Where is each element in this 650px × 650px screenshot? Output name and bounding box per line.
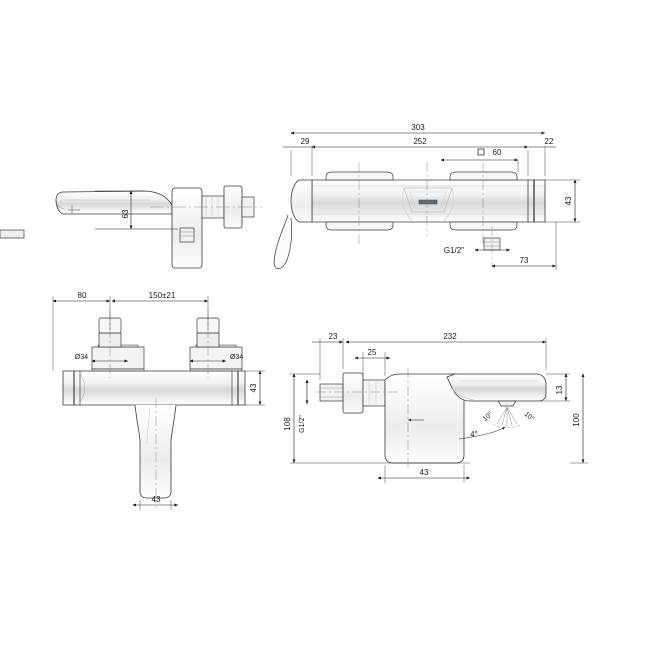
dim-label-252: 252 bbox=[413, 137, 427, 146]
dim-label-22: 22 bbox=[545, 137, 554, 146]
view-top-left bbox=[55, 185, 262, 269]
dim-label-angle-10-left: 10° bbox=[481, 410, 494, 423]
dim-63: 63 bbox=[95, 190, 178, 230]
dim-label-43-bottom: 43 bbox=[152, 495, 161, 504]
view-bottom-left bbox=[62, 310, 246, 508]
view-bottom-right bbox=[316, 368, 547, 470]
dims-top-right: 303 252 29 22 60 43 G1/2" 73 bbox=[283, 123, 580, 270]
dim-label-100: 100 bbox=[572, 413, 581, 427]
dim-label-29: 29 bbox=[301, 137, 310, 146]
dim-label-25: 25 bbox=[368, 348, 377, 357]
dim-label-43-plan: 43 bbox=[420, 468, 429, 477]
dim-label-232: 232 bbox=[443, 332, 457, 341]
dim-label-g12-front: G1/2" bbox=[444, 246, 464, 255]
dim-label-43-height: 43 bbox=[249, 383, 258, 392]
square-symbol-icon bbox=[477, 148, 485, 156]
dim-label-diameter34-right: Ø34 bbox=[230, 354, 243, 361]
dim-label-60: 60 bbox=[493, 148, 502, 157]
dim-label-303: 303 bbox=[411, 123, 425, 132]
dim-label-angle-4: 4° bbox=[470, 430, 478, 439]
dim-label-diameter34-left: Ø34 bbox=[75, 354, 88, 361]
dims-bottom-left: 80 150±21 Ø34 Ø34 43 43 bbox=[52, 291, 265, 510]
dim-label-73: 73 bbox=[520, 256, 529, 265]
dim-label-angle-10-right: 10° bbox=[523, 410, 536, 423]
dim-label-13: 13 bbox=[555, 385, 564, 394]
dim-label-108: 108 bbox=[283, 417, 292, 431]
dim-label-150-21: 150±21 bbox=[149, 291, 176, 300]
dim-label-63: 63 bbox=[121, 209, 130, 218]
dims-bottom-right: 23 25 232 108 G1/2" 13 100 43 4° bbox=[283, 332, 588, 483]
dim-label-g12-plan: G1/2" bbox=[299, 415, 306, 433]
dim-label-80: 80 bbox=[78, 291, 87, 300]
dim-label-23: 23 bbox=[329, 332, 338, 341]
spray-cone: 10° 10° bbox=[481, 406, 536, 428]
dim-label-43-right: 43 bbox=[564, 196, 573, 205]
